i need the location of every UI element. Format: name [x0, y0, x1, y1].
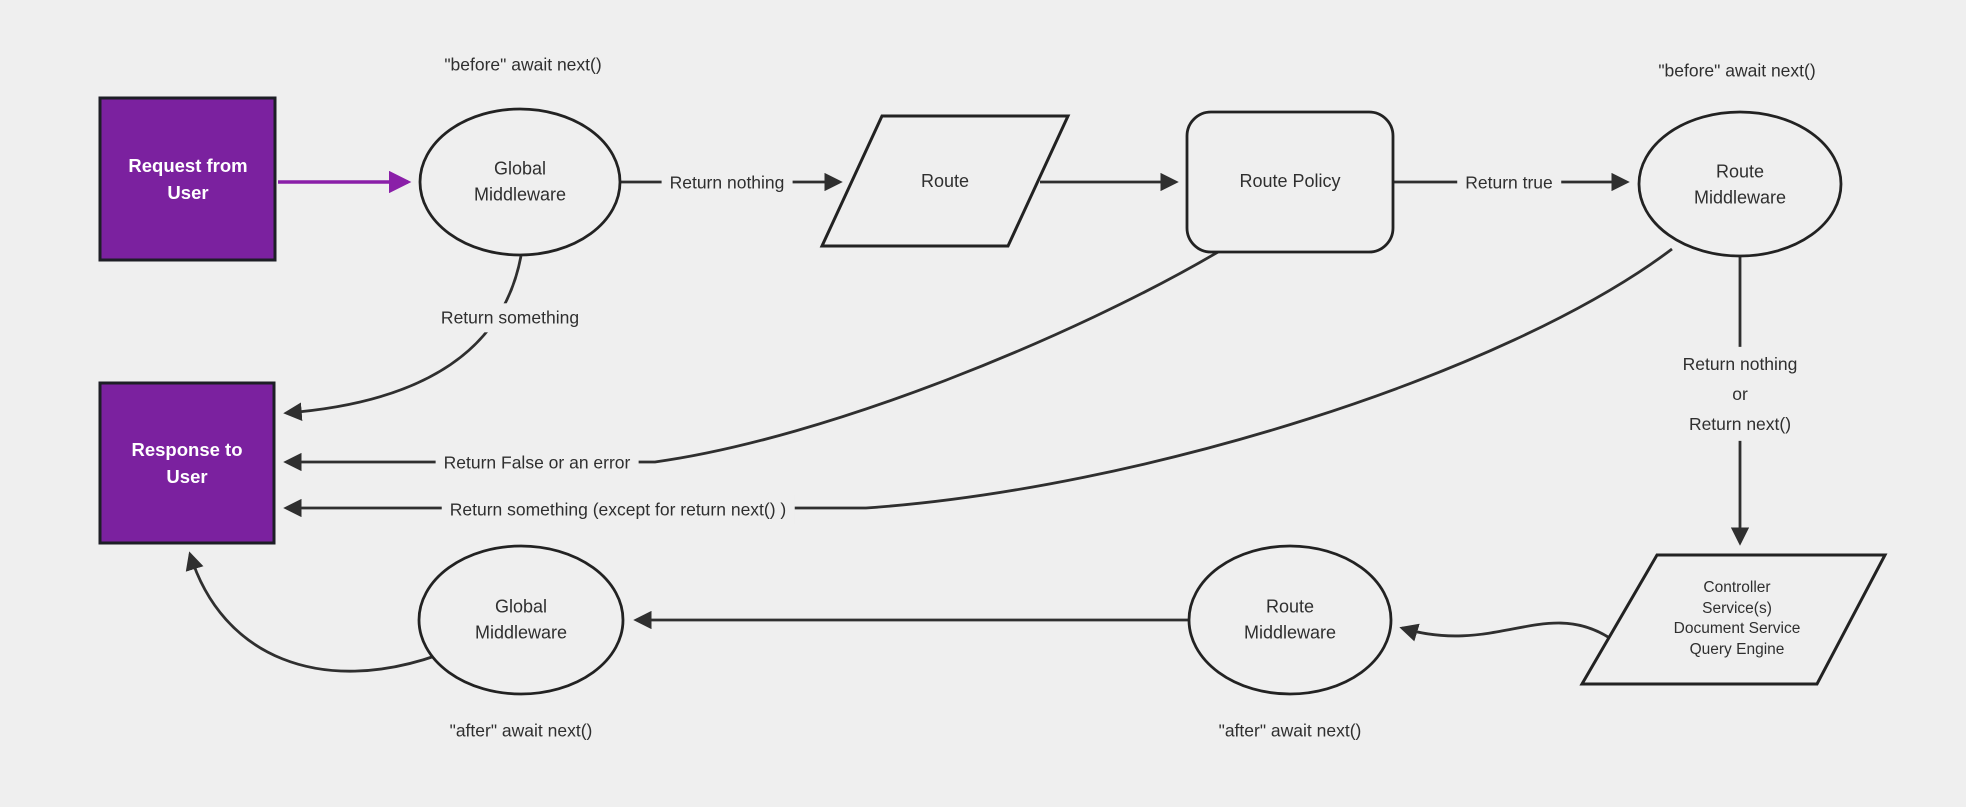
- return-nothing-top-label: Return nothing: [661, 168, 793, 198]
- route-middleware-top-node: [1637, 110, 1843, 258]
- edge-return-false-to-response: [283, 250, 1219, 472]
- edge-controller-to-route-middleware-bottom: [1399, 621, 1609, 642]
- global-middleware-top-node: [418, 107, 622, 257]
- route-policy-label: Route Policy: [1239, 171, 1341, 192]
- route-middleware-top-label: Route Middleware: [1693, 161, 1787, 207]
- request-from-user-label: Request from User: [128, 155, 248, 203]
- before-await-next-right-label: "before" await next(): [1658, 60, 1816, 81]
- route-middleware-bottom-node: [1187, 544, 1393, 696]
- controller-services-label: Controller Service(s) Document Service Q…: [1673, 578, 1801, 658]
- return-something-except-label: Return something (except for return next…: [441, 495, 795, 525]
- return-false-or-error-label: Return False or an error: [435, 448, 639, 478]
- route-middleware-bottom-label: Route Middleware: [1243, 596, 1337, 642]
- request-from-user-node: [98, 96, 277, 262]
- route-node: [819, 114, 1071, 248]
- return-something-label: Return something: [432, 303, 588, 333]
- global-middleware-top-label: Global Middleware: [473, 158, 567, 204]
- edge-return-something-to-response: [283, 255, 523, 421]
- return-nothing-or-next-label: Return nothing or Return next(): [1674, 346, 1806, 442]
- controller-services-node: [1579, 553, 1888, 686]
- global-middleware-bottom-node: [417, 544, 625, 696]
- edge-global-middleware-to-response: [185, 551, 439, 673]
- route-policy-node: [1185, 110, 1395, 254]
- edge-return-except-to-response: [283, 247, 1673, 518]
- response-to-user-label: Response to User: [131, 439, 243, 487]
- global-middleware-bottom-label: Global Middleware: [474, 596, 568, 642]
- response-to-user-node: [98, 381, 276, 545]
- after-await-next-left-label: "after" await next(): [449, 720, 593, 741]
- return-true-label: Return true: [1457, 168, 1561, 198]
- before-await-next-left-label: "before" await next(): [444, 54, 602, 75]
- after-await-next-right-label: "after" await next(): [1218, 720, 1362, 741]
- route-label: Route: [920, 171, 970, 192]
